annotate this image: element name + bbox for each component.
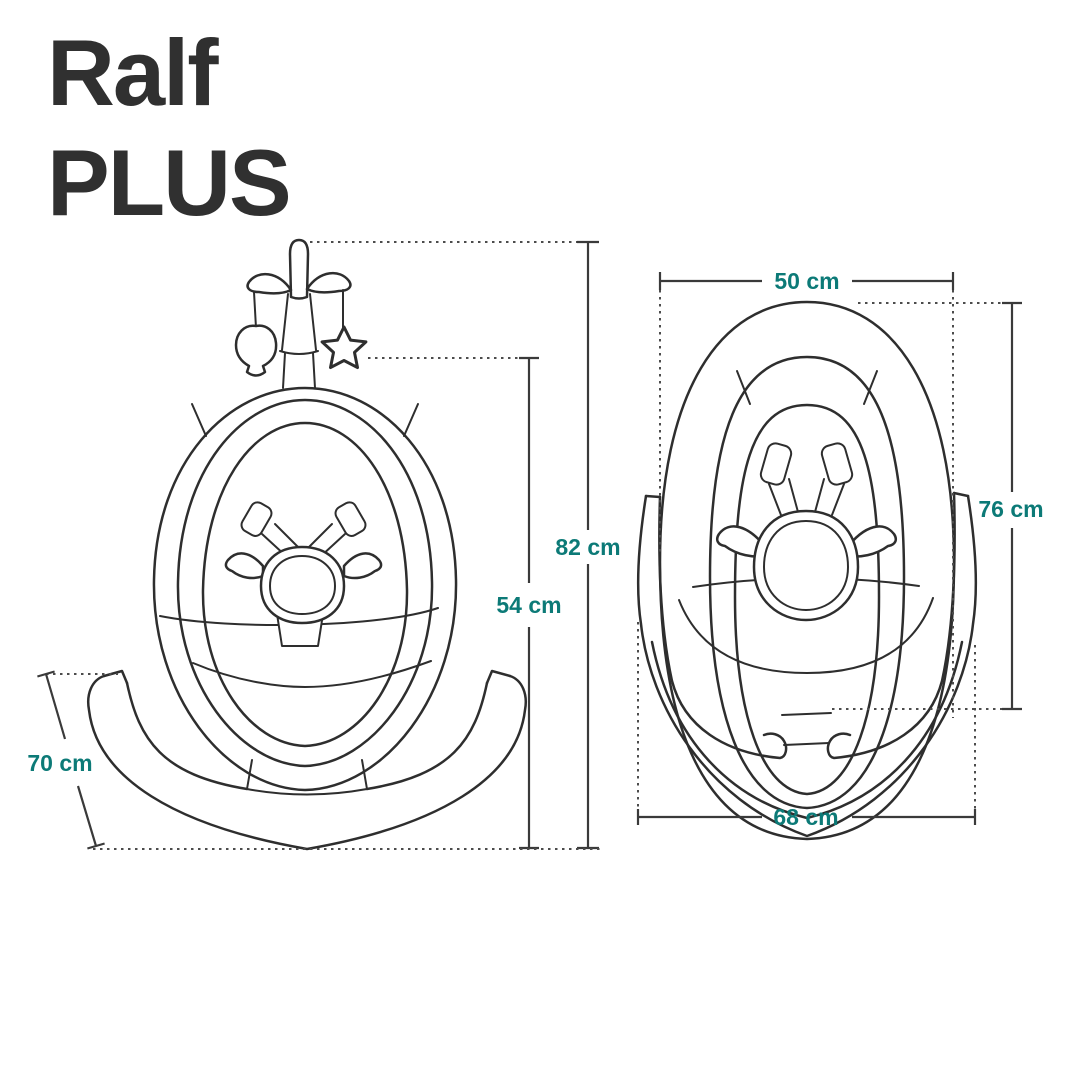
mobile-post — [279, 293, 319, 389]
left-figure-drawing — [87, 238, 527, 851]
dimension-label-base-width: 68 cm — [773, 804, 838, 830]
dimension-label-backrest-height: 76 cm — [978, 496, 1043, 522]
left-rocker-base — [87, 669, 527, 851]
left-rim-seams — [191, 403, 419, 437]
mobile-strings — [253, 289, 344, 331]
left-buckle — [259, 545, 346, 625]
product-title-line2: PLUS — [47, 129, 292, 235]
dimension-label-total-height: 82 cm — [555, 534, 620, 560]
dim-backrest-height: 76 cm — [832, 301, 1044, 711]
toy-mobile-arms — [246, 271, 352, 295]
right-figure-drawing — [636, 300, 978, 841]
right-harness-straps — [759, 442, 854, 516]
dim-seat-height: 54 cm — [368, 356, 562, 850]
right-shoulder-pad — [820, 442, 854, 486]
carry-handle-icon — [288, 238, 310, 300]
leader-dotted-lines — [832, 302, 1012, 710]
dimension-label-base-depth: 70 cm — [27, 750, 92, 776]
dimension-annotations: 82 cm 54 cm 70 cm 50 cm — [27, 240, 1044, 850]
balloon-toy-icon — [234, 324, 278, 377]
dim-base-depth: 70 cm — [27, 670, 118, 850]
product-title-line1: Ralf — [47, 20, 219, 125]
left-side-wings — [224, 552, 383, 580]
dim-total-height: 82 cm — [310, 240, 621, 850]
dimension-label-seat-height: 54 cm — [496, 592, 561, 618]
left-shoulder-pad — [759, 442, 793, 486]
extension-dotted-lines — [659, 290, 954, 718]
right-side-wings — [716, 525, 897, 558]
dimension-label-seat-width: 50 cm — [774, 268, 839, 294]
right-shoulder-pad — [334, 501, 367, 537]
right-rim-seams — [736, 370, 878, 405]
dim-seat-width: 50 cm — [658, 268, 955, 718]
product-title: Ralf PLUS — [47, 18, 292, 238]
left-shoulder-pad — [240, 501, 273, 537]
extension-dotted-lines — [637, 622, 976, 809]
star-toy-icon — [320, 325, 368, 370]
right-buckle — [752, 509, 860, 622]
dim-base-width: 68 cm — [636, 622, 977, 830]
